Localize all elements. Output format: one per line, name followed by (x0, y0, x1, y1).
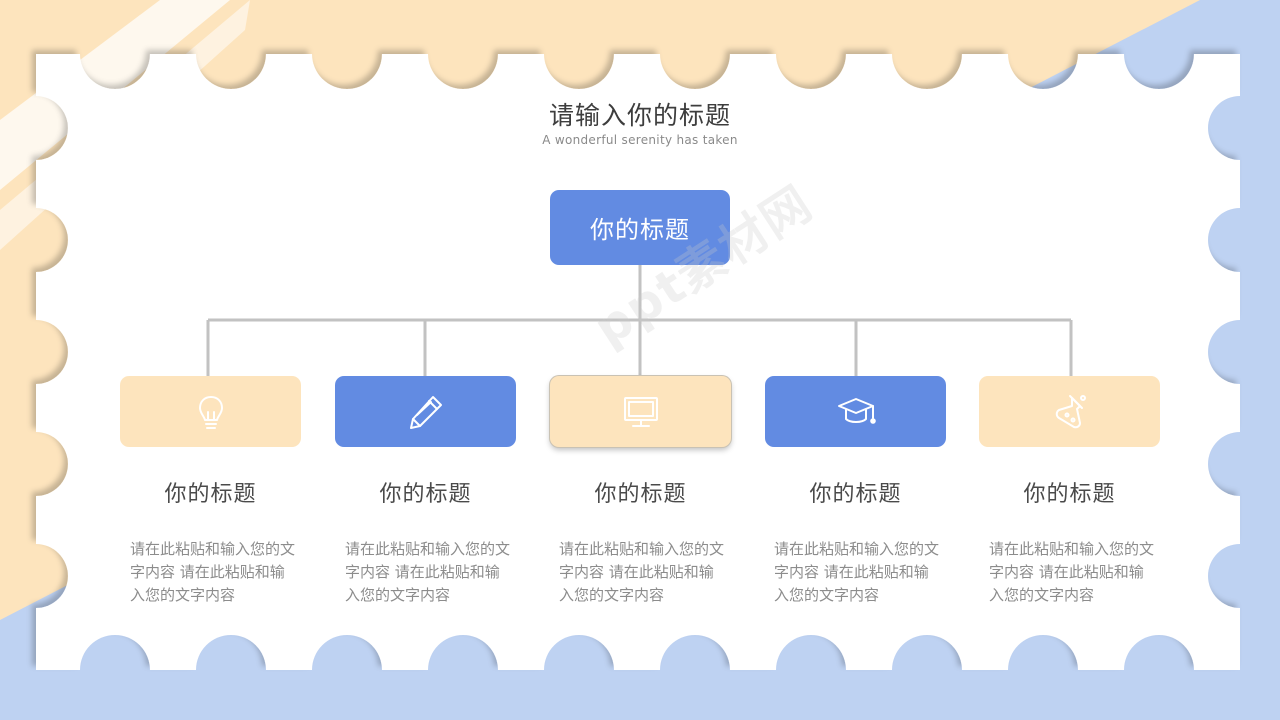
flask-icon (1055, 394, 1086, 428)
item-body-3: 请在此粘贴和输入您的文字内容 请在此粘贴和输入您的文字内容 (559, 540, 725, 604)
item-card-3[interactable] (550, 376, 731, 447)
item-title-4: 你的标题 (809, 482, 902, 507)
item-title-3: 你的标题 (594, 482, 687, 507)
root-node-label: 你的标题 (590, 216, 690, 244)
item-body-5: 请在此粘贴和输入您的文字内容 请在此粘贴和输入您的文字内容 (989, 540, 1155, 604)
item-body-1: 请在此粘贴和输入您的文字内容 请在此粘贴和输入您的文字内容 (130, 540, 296, 604)
graduation-cap-icon (837, 397, 876, 424)
item-card-4[interactable] (765, 376, 946, 447)
item-card-2[interactable] (335, 376, 516, 447)
pencil-icon (409, 395, 442, 429)
slide-title: 请输入你的标题 (548, 101, 731, 130)
item-card-1[interactable] (120, 376, 301, 447)
slide-subtitle: A wonderful serenity has taken (542, 133, 738, 147)
root-node[interactable]: 你的标题 (550, 190, 730, 265)
item-card-5[interactable] (979, 376, 1160, 447)
monitor-icon (623, 396, 658, 427)
item-title-1: 你的标题 (164, 482, 257, 507)
item-body-4: 请在此粘贴和输入您的文字内容 请在此粘贴和输入您的文字内容 (774, 540, 940, 604)
item-body-2: 请在此粘贴和输入您的文字内容 请在此粘贴和输入您的文字内容 (345, 540, 511, 604)
lightbulb-icon (198, 395, 223, 429)
item-title-2: 你的标题 (379, 482, 472, 507)
item-title-5: 你的标题 (1023, 482, 1116, 507)
